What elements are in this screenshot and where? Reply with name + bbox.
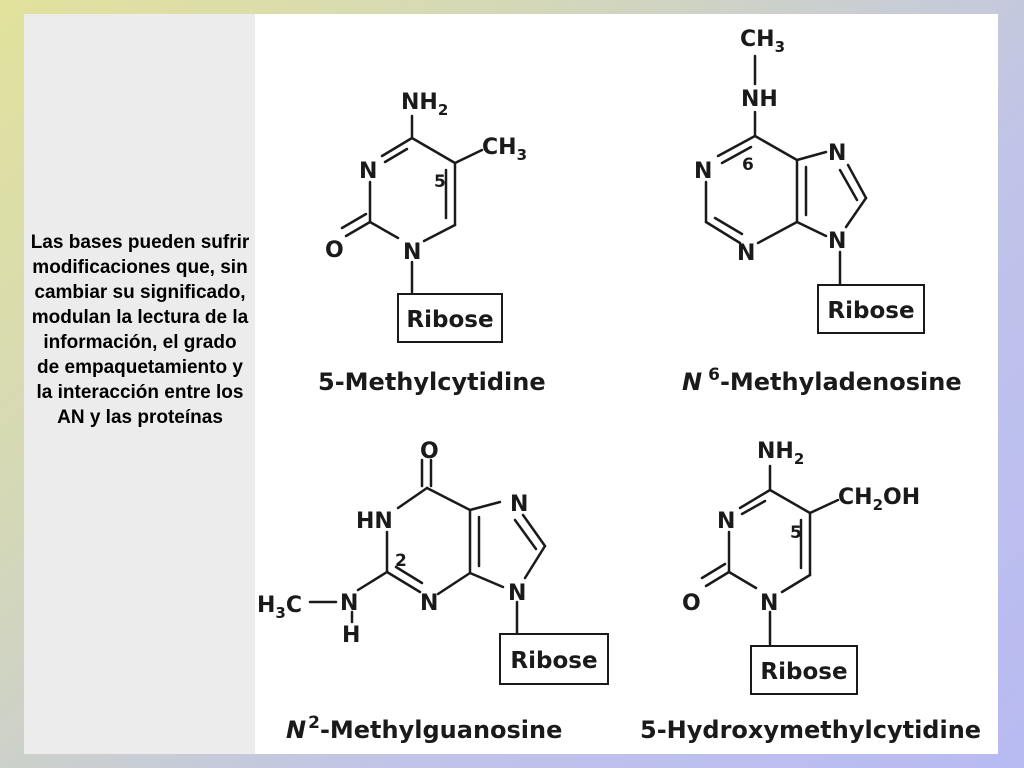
slide: Las bases pueden sufrir modificaciones q… xyxy=(24,14,998,754)
m6a-n3-label: N xyxy=(737,241,755,266)
m2g-n7-label: N xyxy=(510,492,528,517)
m5c-n3-label: N xyxy=(359,159,377,184)
m5c-nh2-label: NH2 xyxy=(401,90,448,119)
m5c-oxygen-label: O xyxy=(325,238,344,263)
ribose-box: Ribose xyxy=(817,284,925,334)
m2g-oxygen-label: O xyxy=(420,439,439,464)
hm5c-caption: 5-Hydroxymethylcytidine xyxy=(640,716,981,744)
m6a-n1-label: N xyxy=(694,159,712,184)
hm5c-oxygen-label: O xyxy=(682,591,701,616)
ribose-box: Ribose xyxy=(499,633,609,685)
m6a-n7-label: N xyxy=(828,141,846,166)
m5c-bonds xyxy=(340,114,484,294)
ribose-box: Ribose xyxy=(397,293,503,343)
side-description: Las bases pueden sufrir modificaciones q… xyxy=(30,232,250,428)
m2g-n9-label: N xyxy=(508,581,526,606)
m6a-labels: CH3 NH N 6 N N N xyxy=(694,27,846,266)
ribose-box: Ribose xyxy=(750,645,858,695)
side-panel: Las bases pueden sufrir modificaciones q… xyxy=(24,14,255,754)
hm5c-position-5: 5 xyxy=(790,523,802,543)
m2g-labels: O HN 2 N H3C N H N N xyxy=(257,439,528,648)
svg-text:Ribose: Ribose xyxy=(760,659,847,685)
m6a-nh-label: NH xyxy=(741,87,778,112)
svg-text:Ribose: Ribose xyxy=(406,307,493,333)
m2g-amine-h-label: H xyxy=(342,623,360,648)
hm5c-n3-label: N xyxy=(717,509,735,534)
hm5c-nh2-label: NH2 xyxy=(757,439,804,468)
hm5c-ch2oh-label: CH2OH xyxy=(838,485,920,514)
m6a-position-6: 6 xyxy=(742,155,754,175)
m2g-h3c-label: H3C xyxy=(257,593,302,622)
m5c-ch3-label: CH3 xyxy=(482,135,527,164)
m6a-n9-label: N xyxy=(828,229,846,254)
m5c-labels: NH2 CH3 N 5 O N xyxy=(325,90,527,265)
m2g-position-2: 2 xyxy=(395,551,407,571)
m2g-n3-label: N xyxy=(420,591,438,616)
m6a-bonds xyxy=(704,54,868,286)
molecule-5-hydroxymethylcytidine: NH2 CH2OH N 5 O N Ribose 5-Hydroxymethyl… xyxy=(640,439,981,744)
m6a-ch3-label: CH3 xyxy=(740,27,785,56)
m5c-position-5: 5 xyxy=(434,172,446,192)
molecule-5-methylcytidine: NH2 CH3 N 5 O N Ribose 5-Methylcytidine xyxy=(318,90,546,396)
hm5c-bonds xyxy=(700,464,840,646)
m2g-amine-n-label: N xyxy=(340,591,358,616)
svg-text:Ribose: Ribose xyxy=(510,648,597,674)
svg-text:Ribose: Ribose xyxy=(827,298,914,324)
m2g-bonds xyxy=(308,458,547,635)
m5c-n1-label: N xyxy=(403,240,421,265)
m2g-hn-label: HN xyxy=(356,509,393,534)
hm5c-labels: NH2 CH2OH N 5 O N xyxy=(682,439,920,616)
hm5c-n1-label: N xyxy=(760,591,778,616)
m5c-caption: 5-Methylcytidine xyxy=(318,368,546,396)
